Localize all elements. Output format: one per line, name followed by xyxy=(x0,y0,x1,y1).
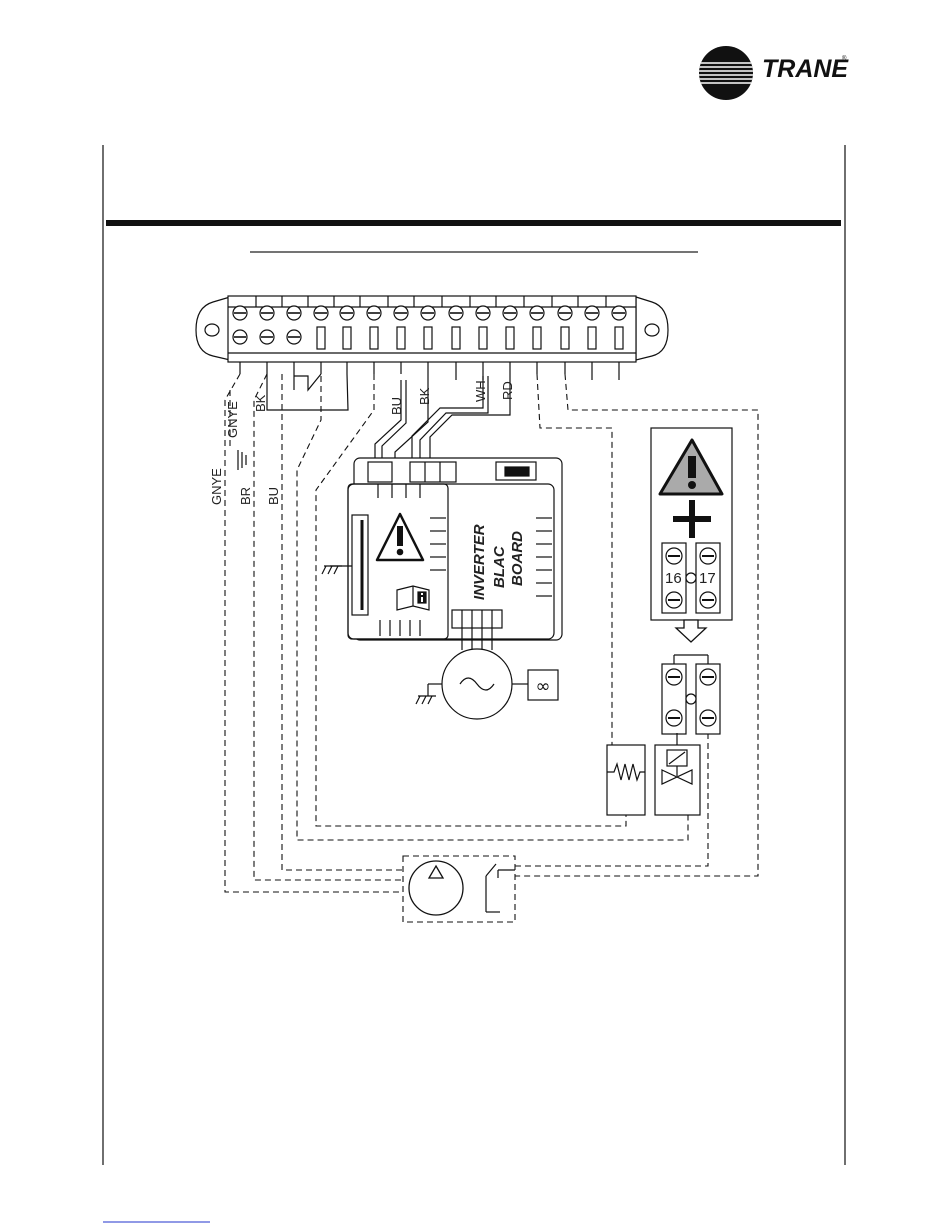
svg-text:∞: ∞ xyxy=(536,676,551,697)
board-label-blac: BLAC xyxy=(491,545,508,588)
solenoid-valve-icon xyxy=(655,733,700,815)
wire-label-bu-left: BU xyxy=(266,487,281,505)
wire-label-rd: RD xyxy=(500,381,515,400)
ac-motor-icon: ∞ xyxy=(442,628,558,719)
heater-resistor-icon xyxy=(607,745,645,815)
motor-ground-icon xyxy=(416,684,442,704)
inverter-board xyxy=(348,458,562,640)
terminal-block-lower xyxy=(662,655,720,734)
ground-icon xyxy=(238,450,246,470)
terminal-17-label: 17 xyxy=(699,570,716,587)
board-label-inverter: INVERTER xyxy=(471,524,488,600)
wire-label-gnye-inner: GNYE xyxy=(225,401,240,438)
wire-label-wh: WH xyxy=(473,380,488,402)
pump-icon xyxy=(409,861,463,915)
wire-label-bk-left: BK xyxy=(253,394,268,412)
wire-label-br: BR xyxy=(238,487,253,505)
board-wires xyxy=(375,374,510,462)
wire-label-bk: BK xyxy=(417,387,432,405)
board-label-board: BOARD xyxy=(509,531,526,586)
header-rule xyxy=(106,220,841,226)
down-arrow-icon xyxy=(676,620,706,642)
terminal-16-label: 16 xyxy=(665,570,682,587)
manual-info-icon xyxy=(397,586,429,610)
relay-contact xyxy=(486,864,515,912)
wire-label-gnye-outer: GNYE xyxy=(209,468,224,505)
wire-label-bu: BU xyxy=(389,397,404,415)
